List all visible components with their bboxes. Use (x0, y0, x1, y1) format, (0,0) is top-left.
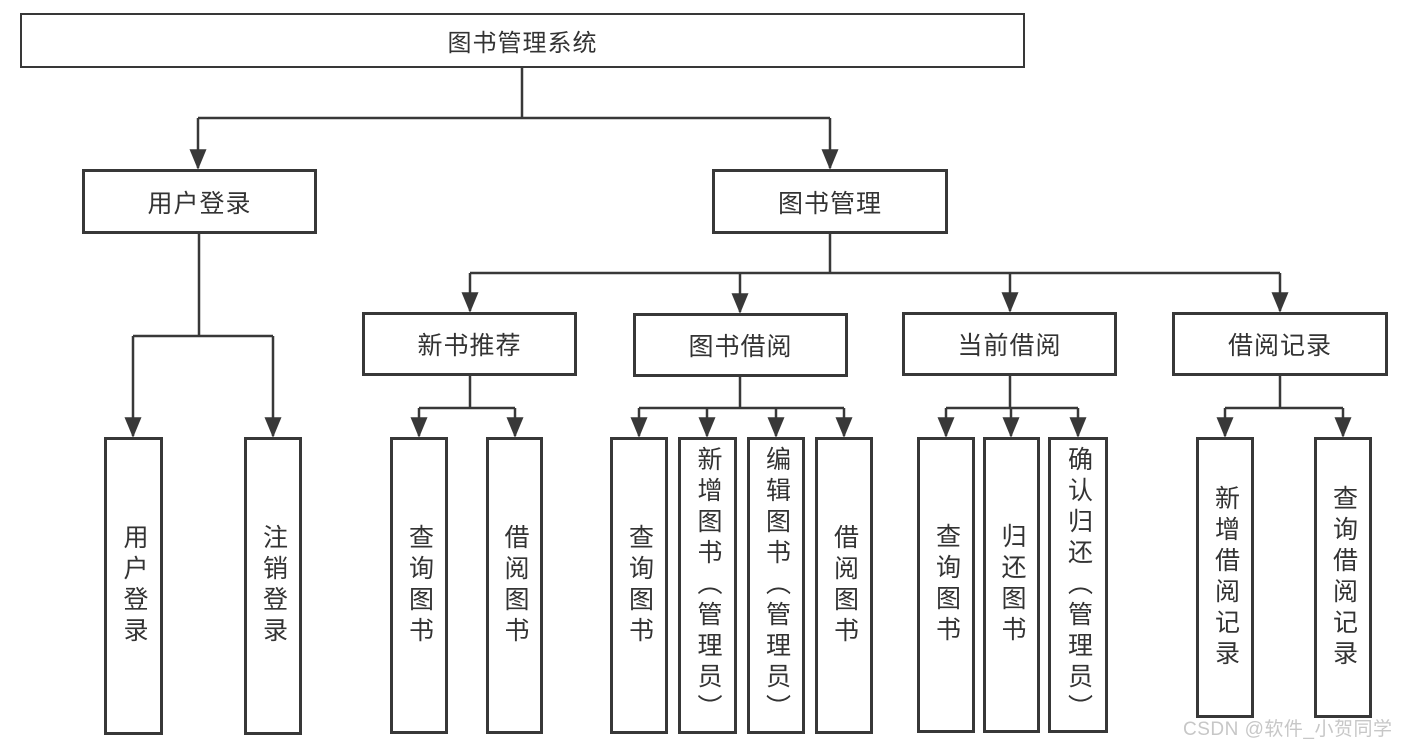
leaf-borrow-books: 借阅图书 (815, 437, 873, 734)
node-label: 借阅图书 (501, 523, 529, 648)
node-label: 查询图书 (625, 523, 654, 648)
leaf-query-books: 查询图书 (610, 437, 668, 734)
node-label: 注销登录 (259, 524, 288, 648)
watermark: CSDN @软件_小贺同学 (1183, 719, 1393, 740)
leaf-confirm-return-admin: 确认归还（管理员） (1048, 437, 1108, 733)
node-current-borrowing: 当前借阅 (902, 312, 1117, 376)
node-label: 确认归还（管理员） (1064, 445, 1093, 725)
leaf-return-books: 归还图书 (983, 437, 1040, 733)
node-label: 编辑图书（管理员） (762, 446, 791, 725)
node-user-login: 用户登录 (82, 169, 317, 234)
node-label: 图书管理系统 (447, 30, 598, 57)
node-label: 新增借阅记录 (1211, 484, 1240, 671)
node-label: 查询图书 (932, 523, 961, 647)
node-label: 图书管理 (777, 189, 882, 218)
node-label: 新书推荐 (417, 332, 522, 360)
node-label: 当前借阅 (957, 332, 1062, 360)
node-book-borrowing: 图书借阅 (633, 313, 848, 377)
node-label: 图书借阅 (688, 333, 793, 361)
leaf-query-books: 查询图书 (917, 437, 975, 733)
leaf-user-login: 用户登录 (104, 437, 163, 735)
leaf-add-books-admin: 新增图书（管理员） (678, 437, 737, 734)
node-label: 用户登录 (120, 524, 148, 648)
node-label: 归还图书 (998, 523, 1026, 647)
node-new-book-recommend: 新书推荐 (362, 312, 577, 376)
leaf-logout: 注销登录 (244, 437, 302, 735)
leaf-query-books: 查询图书 (390, 437, 448, 734)
node-book-management: 图书管理 (712, 169, 948, 234)
node-borrow-records: 借阅记录 (1172, 312, 1388, 376)
node-label: 借阅记录 (1227, 332, 1332, 360)
node-label: 新增图书（管理员） (694, 446, 722, 725)
node-label: 查询借阅记录 (1329, 484, 1358, 671)
leaf-edit-books-admin: 编辑图书（管理员） (747, 437, 805, 734)
node-label: 用户登录 (147, 189, 252, 218)
node-label: 借阅图书 (830, 523, 859, 648)
leaf-add-borrow-record: 新增借阅记录 (1196, 437, 1254, 718)
node-label: 查询图书 (405, 523, 434, 648)
leaf-query-borrow-record: 查询借阅记录 (1314, 437, 1372, 718)
leaf-borrow-books: 借阅图书 (486, 437, 543, 734)
node-library-management-system: 图书管理系统 (20, 13, 1025, 68)
